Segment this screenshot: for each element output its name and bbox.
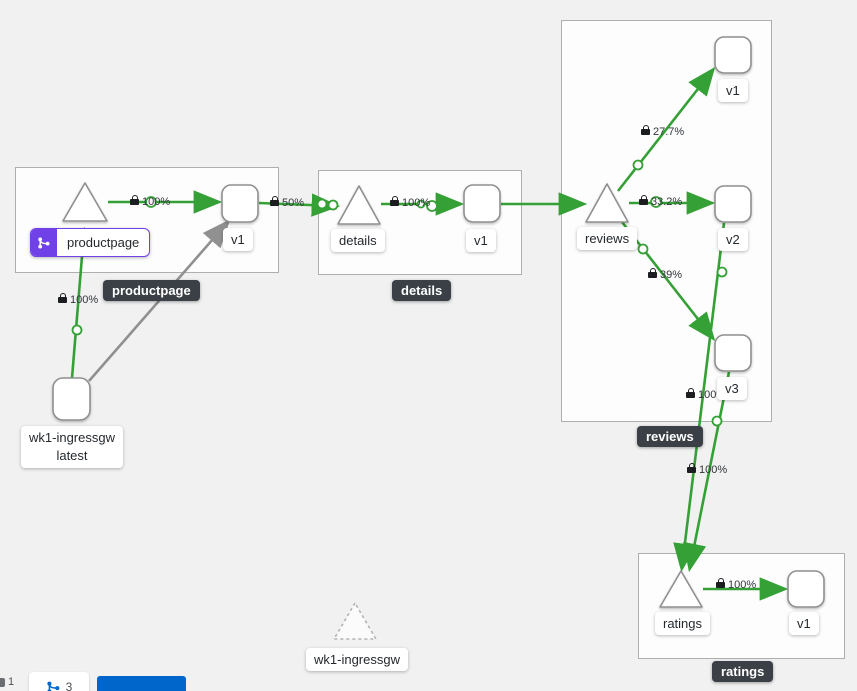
- node-details-v1[interactable]: [463, 184, 501, 223]
- edge-label-reviews-v3: 39%: [648, 268, 683, 281]
- versioned-apps-count-value: 3: [65, 680, 73, 691]
- node-label-productpage-v1[interactable]: v1: [223, 228, 253, 251]
- node-label-text: productpage: [67, 235, 140, 250]
- lock-icon: [648, 268, 657, 278]
- traffic-dots: [71, 159, 728, 427]
- node-reviews-app[interactable]: [585, 183, 629, 223]
- edge-percent: 100%: [402, 197, 431, 209]
- edge-percent: 27.7%: [653, 126, 685, 138]
- lock-icon: [687, 463, 696, 473]
- node-label-productpage-selected[interactable]: productpage: [30, 228, 151, 257]
- footer-versioned-apps-count: 3: [29, 672, 89, 691]
- node-label-details[interactable]: details: [331, 229, 385, 252]
- traffic-dot: [145, 196, 157, 208]
- traffic-dot: [416, 199, 426, 209]
- traffic-dot: [637, 243, 649, 255]
- edge-percent: 100%: [728, 579, 757, 591]
- edge-percent: 39%: [660, 269, 683, 281]
- tooltip-productpage: productpage: [103, 280, 200, 301]
- node-reviews-v3[interactable]: [714, 334, 752, 372]
- legend-button[interactable]: Legend: [97, 676, 186, 691]
- node-reviews-v1[interactable]: [714, 36, 752, 74]
- edge-label-productpage-v1: 100%: [130, 195, 171, 208]
- edge-percent: 33.2%: [651, 196, 683, 208]
- node-details-app[interactable]: [337, 185, 381, 225]
- node-label-idle-ingressgw[interactable]: wk1-ingressgw: [306, 648, 408, 671]
- edge-label-reviews-v2: 33.2%: [639, 195, 683, 208]
- edge-label-v3-ratings: 100%: [687, 463, 728, 476]
- node-label-ratings-v1[interactable]: v1: [789, 612, 819, 635]
- lock-icon: [686, 388, 695, 398]
- tooltip-ratings: ratings: [712, 661, 774, 682]
- node-ratings-app[interactable]: [659, 570, 703, 608]
- edge-label-ingress-productpage: 100%: [58, 293, 99, 306]
- app-icon: [0, 677, 5, 687]
- node-productpage-app[interactable]: [62, 182, 108, 222]
- node-productpage-v1[interactable]: [221, 184, 259, 223]
- lock-icon: [641, 125, 650, 135]
- edge-label-reviews-v1: 27.7%: [641, 125, 685, 138]
- node-label-ratings[interactable]: ratings: [655, 612, 711, 635]
- lock-icon: [130, 195, 139, 205]
- edge-label-ppv1-details: 50%: [270, 196, 305, 209]
- edge-label-ratings-v1: 100%: [716, 578, 757, 591]
- tooltip-details: details: [392, 280, 452, 301]
- edge-label-details-v1: 100%: [390, 196, 431, 209]
- lock-icon: [716, 578, 725, 588]
- traffic-dot: [327, 199, 339, 211]
- node-reviews-v2[interactable]: [714, 185, 752, 223]
- traffic-dot: [71, 324, 83, 336]
- traffic-dot: [650, 196, 662, 208]
- tooltip-reviews: reviews: [637, 426, 703, 447]
- lock-icon: [58, 293, 67, 303]
- apps-count-value: 1: [8, 676, 15, 688]
- versioned-app-badge: [31, 229, 57, 256]
- lock-icon: [270, 196, 279, 206]
- edge-reviews-v2-to-ratings[interactable]: [673, 222, 726, 573]
- traffic-dot: [716, 266, 728, 278]
- node-label-reviews-v2[interactable]: v2: [718, 228, 748, 251]
- traffic-dot: [426, 200, 438, 212]
- lock-icon: [390, 196, 399, 206]
- node-label-reviews-v3[interactable]: v3: [717, 377, 747, 400]
- node-label-reviews[interactable]: reviews: [577, 227, 638, 250]
- node-ingressgw-workload[interactable]: [52, 377, 91, 421]
- node-ratings-v1[interactable]: [787, 570, 825, 608]
- edge-reviews-to-v1[interactable]: [616, 66, 716, 192]
- traffic-dot: [711, 415, 723, 427]
- traffic-dot: [316, 198, 328, 210]
- node-label-ingressgw[interactable]: wk1-ingressgw latest: [21, 426, 123, 468]
- node-idle-ingressgw[interactable]: [333, 602, 377, 640]
- workload-name: wk1-ingressgw: [29, 430, 115, 445]
- edge-percent: 100%: [699, 464, 728, 476]
- footer-apps-count: 1: [0, 676, 15, 688]
- workload-version: latest: [56, 448, 88, 463]
- versioned-app-icon: [47, 681, 60, 691]
- node-label-reviews-v1[interactable]: v1: [718, 79, 748, 102]
- node-label-details-v1[interactable]: v1: [466, 229, 496, 252]
- edge-percent: 50%: [282, 197, 305, 209]
- lock-icon: [639, 195, 648, 205]
- edge-percent: 100%: [70, 294, 99, 306]
- traffic-dot: [632, 159, 644, 171]
- edge-reviews-v3-to-ratings[interactable]: [683, 371, 731, 573]
- edge-percent: 100%: [142, 196, 171, 208]
- edge-ingressgw-to-productpage-v1[interactable]: [88, 219, 231, 382]
- branch-icon: [38, 237, 50, 248]
